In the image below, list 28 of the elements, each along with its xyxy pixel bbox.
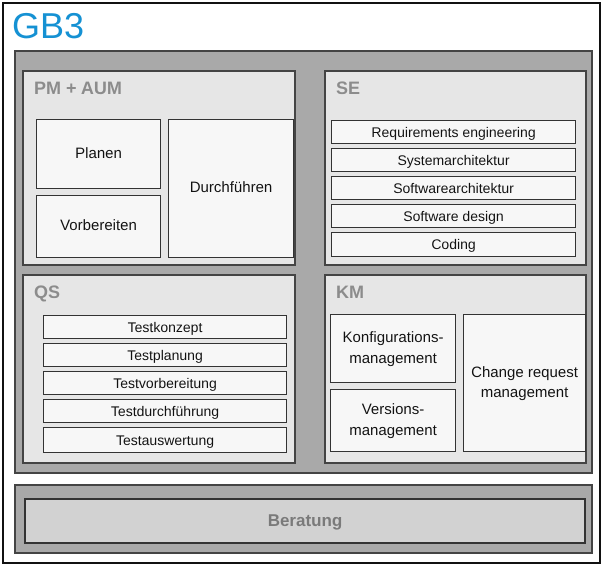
task-box: Konfigurations- management: [330, 314, 456, 383]
panel-heading: QS: [34, 282, 60, 303]
task-box: Coding: [331, 232, 576, 257]
panel-heading: SE: [336, 78, 360, 99]
task-box: Testvorbereitung: [43, 371, 287, 395]
task-box: Planen: [36, 119, 161, 189]
group-band: [14, 50, 593, 474]
panel-heading: KM: [336, 282, 364, 303]
task-box: Testauswertung: [43, 427, 287, 453]
task-box: Testplanung: [43, 343, 287, 367]
area-panel: [324, 70, 587, 266]
task-box: Versions- management: [330, 389, 456, 452]
group-band: [14, 484, 593, 554]
task-box: Requirements engineering: [331, 120, 576, 144]
panel-heading: PM + AUM: [34, 78, 122, 99]
task-box: Durchführen: [168, 119, 294, 258]
area-panel: [324, 274, 587, 464]
task-box: Change request management: [463, 314, 586, 452]
task-box: Vorbereiten: [36, 195, 161, 258]
area-panel: [22, 274, 296, 464]
task-box: Testkonzept: [43, 315, 287, 339]
consulting-bar: Beratung: [24, 498, 586, 544]
task-box: Testdurchführung: [43, 399, 287, 423]
task-box: Software design: [331, 204, 576, 228]
task-box: Softwarearchitektur: [331, 176, 576, 200]
frame-heading: GB3: [12, 6, 84, 46]
task-box: Systemarchitektur: [331, 148, 576, 172]
area-panel: [22, 70, 296, 266]
